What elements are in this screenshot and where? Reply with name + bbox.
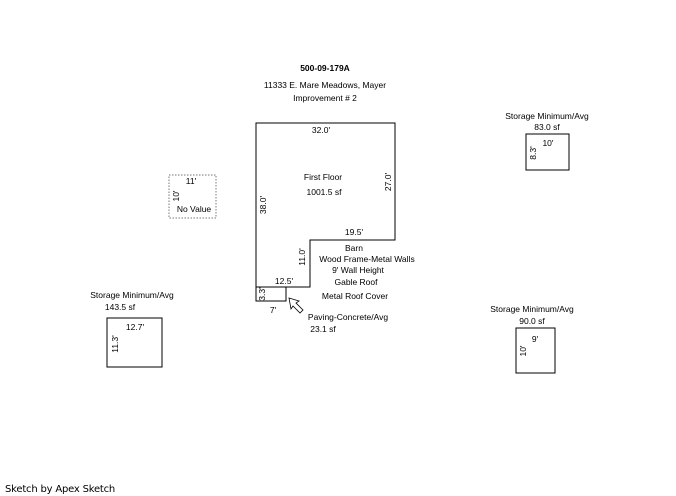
improvement-number: Improvement # 2 bbox=[293, 93, 357, 103]
storage-left-label: Storage Minimum/Avg bbox=[90, 290, 174, 300]
storage-bottom-right-area: 90.0 sf bbox=[519, 316, 545, 326]
paving-area bbox=[255, 286, 287, 302]
storage-top-right-area: 83.0 sf bbox=[534, 122, 560, 132]
storage-top-right-box bbox=[525, 133, 570, 171]
paving-dim-bottom: 7' bbox=[270, 305, 277, 315]
note-roof-cover: Metal Roof Cover bbox=[322, 291, 388, 301]
paving-label: Paving-Concrete/Avg bbox=[308, 312, 388, 322]
dim-left: 38.0' bbox=[258, 196, 268, 215]
storage-bottom-right-box bbox=[515, 327, 556, 374]
no-value-label: No Value bbox=[177, 204, 212, 214]
parcel-id: 500-09-179A bbox=[300, 63, 350, 73]
storage-bottom-right-dim-top: 9' bbox=[532, 334, 539, 344]
storage-bottom-right-dim-left: 10' bbox=[518, 345, 528, 356]
no-value-dim-left: 10' bbox=[171, 190, 181, 201]
dim-right: 27.0' bbox=[383, 173, 393, 192]
floor-label: First Floor bbox=[304, 172, 342, 182]
storage-left-dim-left: 11.3' bbox=[110, 335, 120, 353]
note-walls: Wood Frame-Metal Walls bbox=[319, 254, 414, 264]
dim-step-horizontal: 19.5' bbox=[345, 227, 364, 237]
note-roof: Gable Roof bbox=[335, 277, 379, 287]
floor-area: 1001.5 sf bbox=[307, 187, 343, 197]
paving-area-value: 23.1 sf bbox=[310, 324, 336, 334]
storage-left-dim-top: 12.7' bbox=[126, 322, 145, 332]
storage-bottom-right-label: Storage Minimum/Avg bbox=[490, 304, 574, 314]
storage-left-area: 143.5 sf bbox=[105, 302, 136, 312]
storage-top-right-dim-left: 8.3' bbox=[528, 146, 538, 160]
storage-top-right-dim-top: 10' bbox=[542, 138, 553, 148]
storage-left-box bbox=[106, 317, 163, 368]
storage-top-right-label: Storage Minimum/Avg bbox=[505, 111, 589, 121]
no-value-dim-top: 11' bbox=[186, 176, 197, 186]
address: 11333 E. Mare Meadows, Mayer bbox=[264, 80, 386, 90]
note-wall-height: 9' Wall Height bbox=[332, 265, 384, 275]
pointer-arrow-icon bbox=[288, 297, 304, 314]
dim-step-vertical: 11.0' bbox=[297, 248, 307, 266]
paving-dim-height: 3.3' bbox=[257, 287, 267, 301]
paving-dim-width: 12.5' bbox=[275, 276, 294, 286]
dim-top: 32.0' bbox=[312, 125, 331, 135]
note-type: Barn bbox=[345, 243, 363, 253]
footer-credit: Sketch by Apex Sketch bbox=[5, 484, 116, 495]
